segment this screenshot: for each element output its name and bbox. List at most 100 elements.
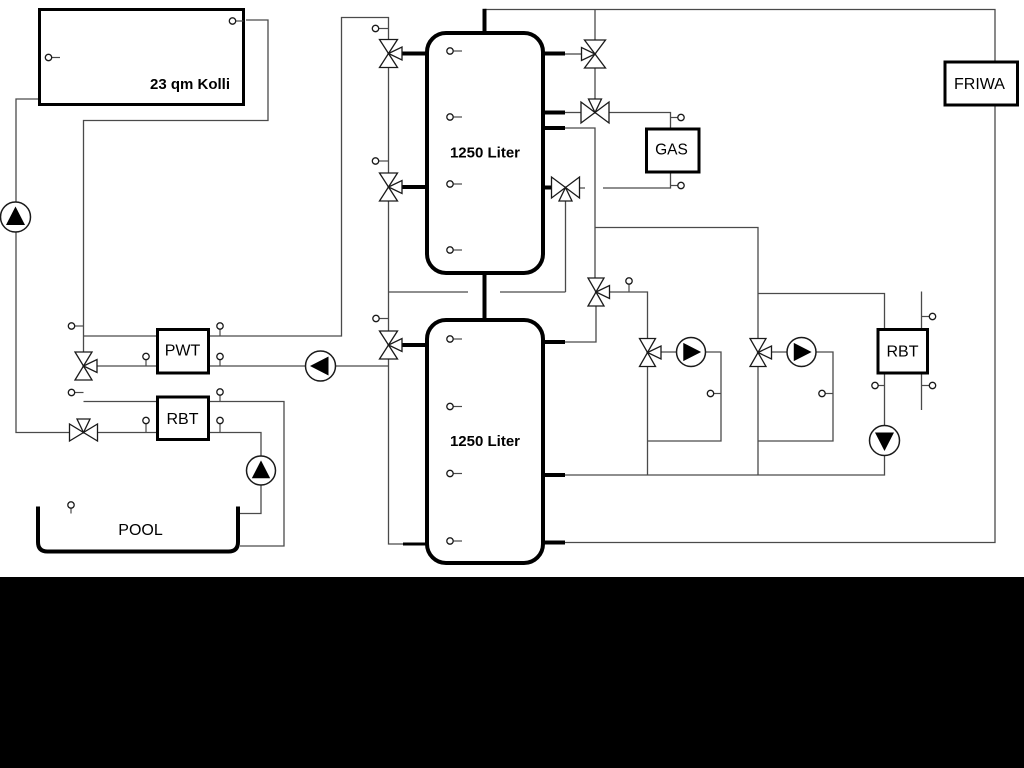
sensor-tank2-3-bulb-icon — [446, 469, 454, 478]
valve-distribution-port-right — [594, 284, 611, 300]
collector-label: 23 qm Kolli — [150, 76, 230, 93]
sensor-valve-solar-pwt-bulb-icon — [67, 322, 76, 330]
sensor-valve-b1-bottom — [371, 157, 389, 165]
sensor-tank1-1 — [446, 47, 462, 55]
pipe-buffer-left-string — [387, 67, 404, 545]
friwa-label: FRIWA — [954, 76, 1005, 93]
sensor-rbt-right-sec-bot — [921, 381, 937, 390]
sensor-heating-circuit-2 — [818, 389, 833, 398]
pump-heating-circuit-2-rotor-icon — [793, 342, 812, 362]
pwt-label: PWT — [165, 343, 201, 360]
pump-rbt-right-rotor-icon — [875, 432, 894, 451]
pump-pool — [245, 455, 277, 486]
valve-gas-return-port-left — [550, 175, 567, 200]
sensor-valve-b2 — [372, 314, 389, 323]
valves-layer — [68, 38, 773, 443]
sensor-tank1-4-bulb-icon — [446, 246, 454, 254]
pipe-gas-return — [579, 173, 672, 189]
thick-connections-layer — [402, 8, 565, 545]
friwa-box — [943, 60, 1019, 107]
labels-layer: 23 qm Kolli 1250 Liter 1250 Liter GAS FR… — [118, 76, 1005, 539]
valve-solar-pwt — [73, 351, 98, 381]
sensor-pwt-top-right — [216, 322, 224, 336]
sensor-collector-flow-bulb-icon — [228, 17, 237, 25]
valve-pool-circuit-port-up — [75, 418, 92, 434]
sensor-tank1-4 — [446, 246, 462, 254]
sensor-valve-pool — [67, 388, 84, 397]
sensor-tank2-2-bulb-icon — [446, 402, 454, 411]
valve-buffer1-left-top-port-up — [378, 38, 399, 55]
valve-gas-return — [550, 175, 581, 202]
valve-gas-supply-port-left — [580, 100, 597, 125]
valve-buffer1-left-top-port-down — [378, 52, 399, 69]
valve-buffer1-left-bottom-port-up — [378, 172, 399, 189]
buffer-tank-1-label: 1250 Liter — [450, 145, 520, 162]
valve-dhw-top-port-left — [580, 46, 597, 62]
valve-dhw-top-port-down — [583, 52, 607, 69]
sensor-valve-solar-pwt — [67, 322, 84, 330]
sensor-tank2-4 — [446, 537, 462, 545]
valve-solar-pwt-port-up — [73, 351, 94, 368]
sensor-gas-return-bulb-icon — [677, 181, 685, 190]
sensor-tank1-2 — [446, 113, 462, 121]
sensor-tank2-2 — [446, 402, 462, 411]
valve-pool-circuit — [68, 418, 99, 443]
pumps-layer — [0, 201, 901, 486]
gas-boiler-box — [645, 127, 701, 174]
sensor-rbt-in-left-bulb-icon — [142, 416, 150, 425]
rbt-right-box — [876, 328, 929, 375]
sensor-collector-flow — [228, 17, 244, 25]
pool-basin — [36, 506, 240, 554]
pipe-collector-supply — [82, 19, 269, 352]
pipe-distribution-header — [595, 226, 886, 339]
sensor-rbt-right-sec-top — [921, 312, 937, 321]
valve-heating-circuit-2 — [748, 337, 773, 368]
buffer-tank-1 — [425, 31, 545, 275]
valve-buffer1-left-bottom-port-right — [387, 179, 403, 195]
valve-solar-pwt-port-down — [73, 364, 94, 381]
rbt-left-box — [156, 395, 210, 441]
pump-solar-rotor-icon — [6, 206, 25, 225]
valve-distribution-port-down — [586, 290, 606, 307]
pipe-heating-circuit-1 — [646, 351, 722, 475]
valve-gas-supply — [580, 98, 610, 125]
sensor-rbt-out-right — [216, 416, 224, 433]
sensor-valve-b1-top-bulb-icon — [371, 24, 380, 33]
rbt-right-label: RBT — [887, 344, 919, 361]
sensor-tank1-2-bulb-icon — [446, 113, 454, 121]
gas-boiler-label: GAS — [655, 142, 688, 159]
pump-heating-circuit-1 — [675, 336, 707, 368]
pump-solar — [0, 201, 32, 233]
sensor-tank2-3 — [446, 469, 462, 478]
pump-pool-rotor-icon — [251, 460, 271, 479]
valve-heating-circuit-1-port-up — [638, 337, 657, 354]
sensor-heating-circuit-2-bulb-icon — [818, 389, 826, 398]
sensor-valve-b1-top — [371, 24, 389, 33]
valve-buffer1-left-top-port-right — [387, 45, 403, 62]
sensor-gas-flow-bulb-icon — [677, 113, 685, 122]
valve-buffer2-left — [378, 330, 403, 360]
valve-buffer1-left-bottom-port-down — [378, 185, 399, 202]
sensor-valve-distribution — [625, 277, 633, 292]
sensor-valve-b1-bottom-bulb-icon — [371, 157, 380, 165]
sensor-heating-circuit-1-bulb-icon — [706, 389, 715, 398]
pipe-pwt-primary-top — [83, 16, 390, 337]
pipe-rbt-right-primary — [565, 374, 886, 476]
pump-rbt-right — [868, 424, 901, 457]
sensor-tank2-4-bulb-icon — [446, 537, 454, 545]
pipe-gas-supply — [609, 111, 672, 128]
sensor-valve-pool-bulb-icon — [67, 388, 76, 397]
sensor-valve-distribution-bulb-icon — [625, 277, 633, 285]
sensor-rbt-right-sec-bot-bulb-icon — [928, 381, 937, 390]
valve-buffer2-left-port-right — [387, 337, 403, 353]
sensor-tank2-1-bulb-icon — [446, 335, 454, 343]
stub-tank1-right — [543, 51, 565, 190]
sensor-tank2-1 — [446, 335, 462, 343]
pump-pwt — [304, 350, 337, 382]
valve-buffer1-left-top — [378, 38, 403, 69]
pump-heating-circuit-2 — [786, 336, 817, 368]
sensor-valve-b2-bulb-icon — [372, 314, 380, 323]
sensor-rbt-out-right-bulb-icon — [216, 416, 224, 425]
